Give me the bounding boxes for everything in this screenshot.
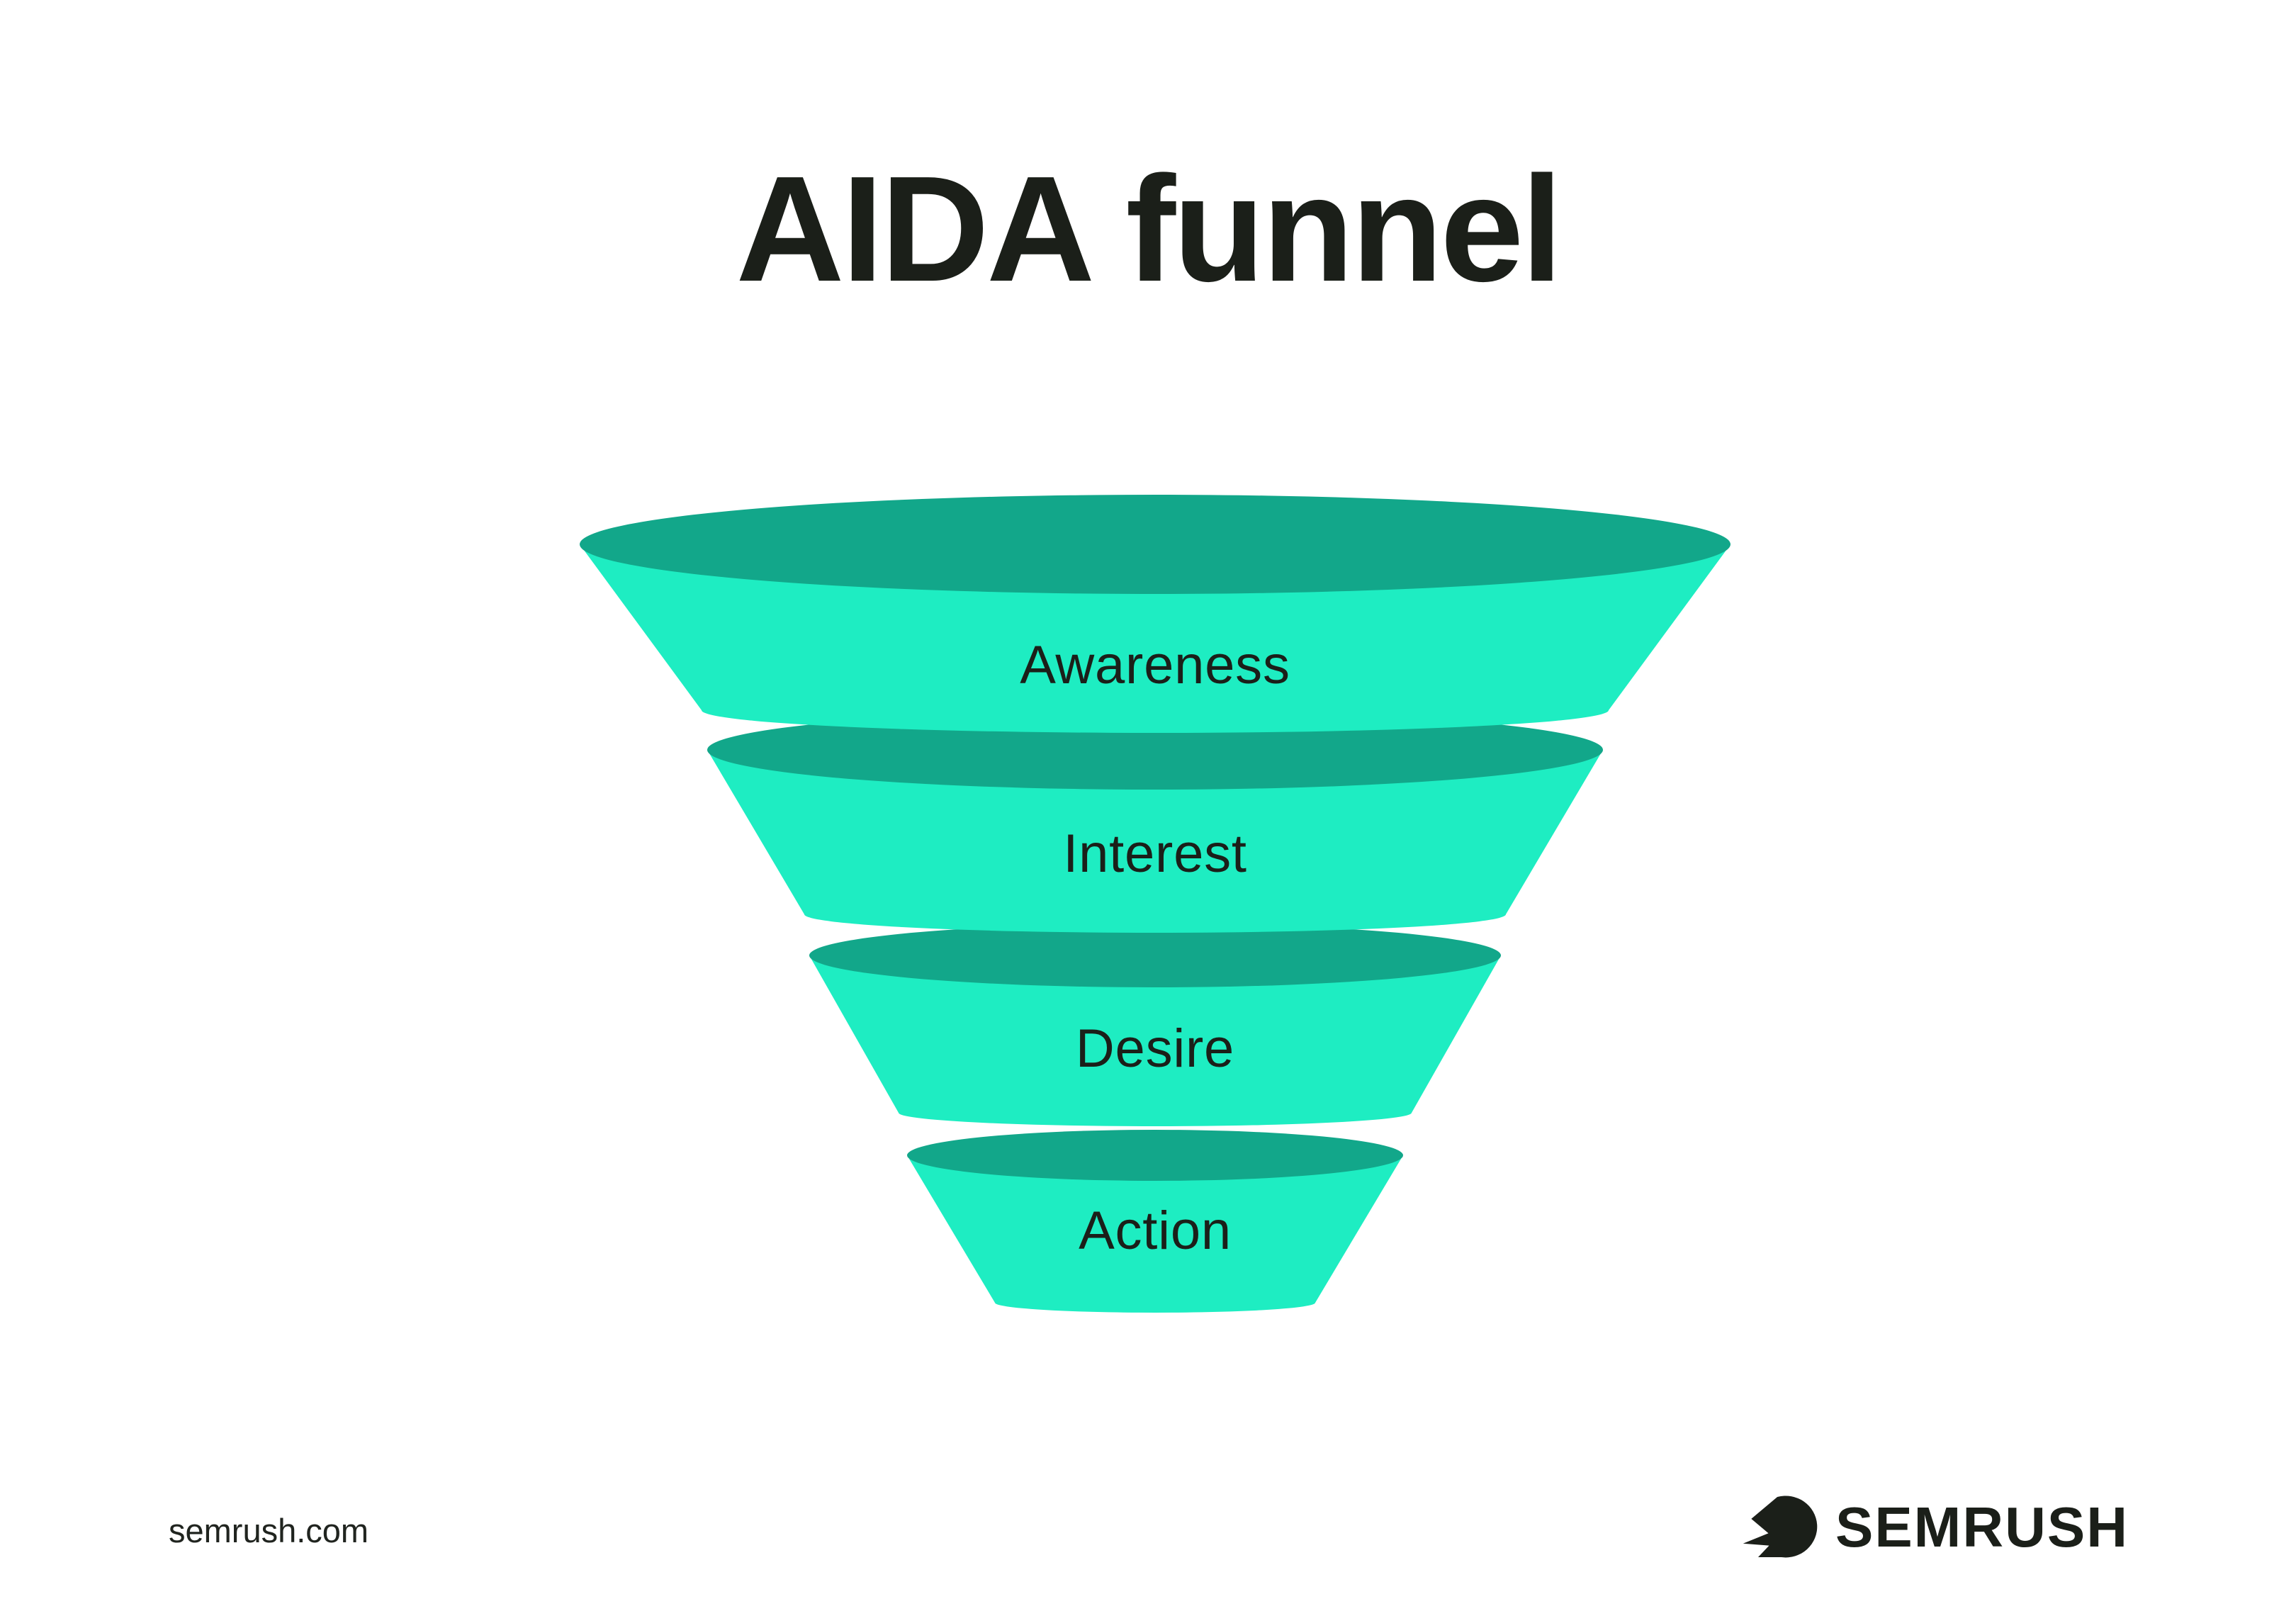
funnel-stage-action: Action bbox=[907, 1130, 1403, 1313]
funnel-stage-desire: Desire bbox=[809, 924, 1501, 1126]
semrush-logo: SEMRUSH bbox=[1738, 1494, 2129, 1561]
funnel-opening-ellipse bbox=[580, 495, 1731, 594]
funnel-stage-label-desire: Desire bbox=[1076, 1019, 1234, 1079]
funnel-stage-body bbox=[907, 1155, 1403, 1313]
funnel-opening-ellipse bbox=[707, 710, 1603, 790]
page-title: AIDA funnel bbox=[736, 145, 1563, 313]
funnel-stage-body bbox=[809, 955, 1501, 1126]
footer-website-url: semrush.com bbox=[169, 1512, 369, 1549]
funnel-stage-body bbox=[580, 544, 1731, 733]
funnel-opening-ellipse bbox=[907, 1130, 1403, 1181]
funnel-stage-interest: Interest bbox=[707, 710, 1603, 933]
funnel-stage-body bbox=[707, 750, 1603, 933]
funnel-stage-label-interest: Interest bbox=[1063, 824, 1247, 884]
funnel-stage-label-action: Action bbox=[1079, 1201, 1232, 1261]
funnel-opening-ellipse bbox=[809, 924, 1501, 987]
funnel-stage-awareness: Awareness bbox=[580, 495, 1731, 733]
funnel-stage-label-awareness: Awareness bbox=[1020, 635, 1290, 695]
semrush-wordmark: SEMRUSH bbox=[1835, 1496, 2129, 1559]
semrush-comet-icon bbox=[1743, 1496, 1818, 1558]
